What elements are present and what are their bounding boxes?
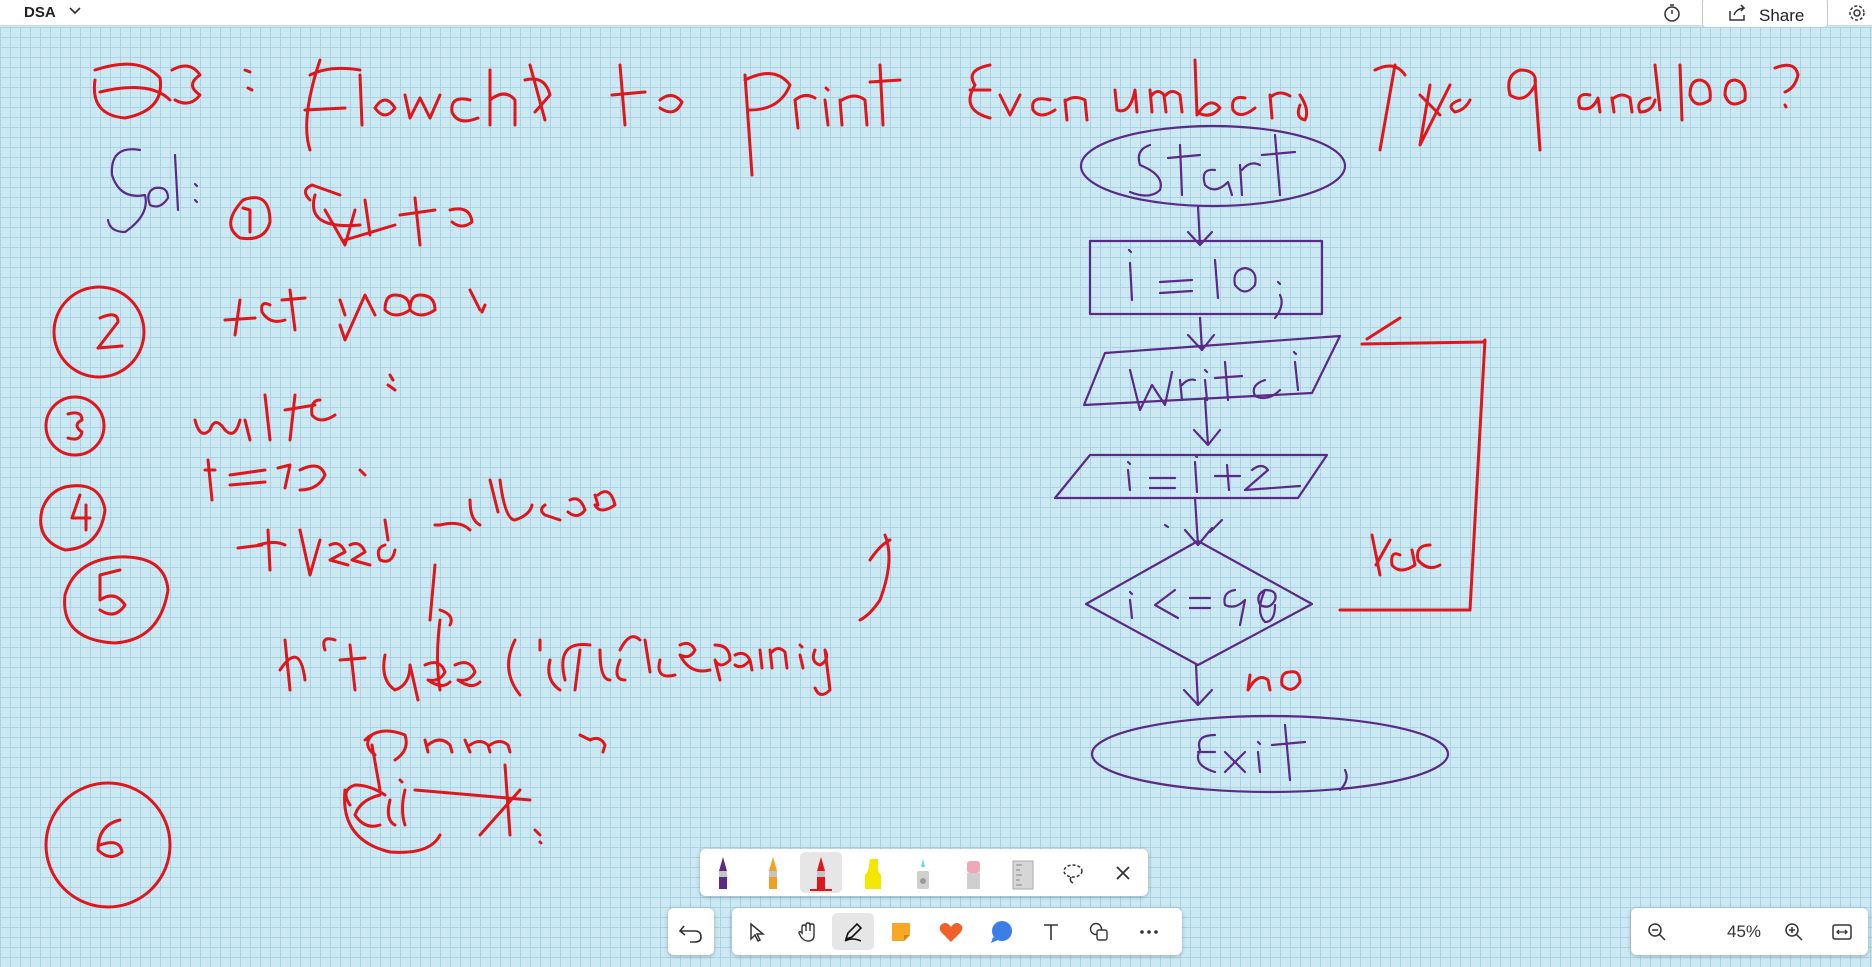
zoom-level[interactable]: 45% xyxy=(1726,922,1762,941)
pen-orange-icon xyxy=(769,856,777,889)
board-title[interactable]: DSA xyxy=(24,4,56,21)
pen-tray xyxy=(700,849,1148,896)
ink-layer xyxy=(39,58,1800,909)
lasso-select[interactable] xyxy=(1052,849,1094,896)
select-tool[interactable] xyxy=(736,908,778,955)
zoom-out-icon xyxy=(1648,922,1666,941)
close-icon xyxy=(1116,865,1130,880)
ruler-icon xyxy=(1012,860,1034,889)
chevron-down-icon[interactable] xyxy=(68,3,82,17)
sticky-note-icon xyxy=(892,922,910,941)
fit-screen-icon xyxy=(1832,923,1852,940)
shapes-icon xyxy=(1089,922,1108,941)
text-icon xyxy=(1044,923,1058,940)
eraser[interactable] xyxy=(952,849,994,896)
pen-purple-icon xyxy=(719,856,727,889)
purple-ink xyxy=(106,124,1450,794)
main-toolbar xyxy=(732,908,1182,955)
hand-icon xyxy=(798,921,815,942)
select-icon xyxy=(750,921,766,942)
text-tool[interactable] xyxy=(1030,908,1072,955)
reaction-tool[interactable] xyxy=(930,908,972,955)
highlighter-yellow[interactable] xyxy=(852,849,894,896)
fit-to-screen-button[interactable] xyxy=(1821,908,1863,955)
pen-purple[interactable] xyxy=(702,849,744,896)
sticky-note-tool[interactable] xyxy=(880,908,922,955)
pen-icon xyxy=(844,922,863,942)
zoom-controls: 45% xyxy=(1631,908,1868,955)
timer-icon[interactable] xyxy=(1662,3,1682,23)
share-button[interactable]: Share xyxy=(1702,0,1828,28)
close-pen-tray[interactable] xyxy=(1102,849,1144,896)
eraser-icon xyxy=(967,860,980,889)
whiteboard-canvas[interactable] xyxy=(0,27,1872,967)
pen-red[interactable] xyxy=(800,852,842,893)
chat-tool[interactable] xyxy=(980,908,1022,955)
pen-red-icon xyxy=(810,856,832,891)
lasso-icon xyxy=(1063,863,1083,884)
pen-light-blue[interactable] xyxy=(902,849,944,896)
glitter-pen-icon xyxy=(917,858,929,889)
top-bar: DSA Share xyxy=(0,0,1872,28)
undo-icon xyxy=(678,925,702,943)
red-ink xyxy=(39,58,1800,909)
shapes-tool[interactable] xyxy=(1078,908,1120,955)
zoom-in-icon xyxy=(1785,922,1803,941)
pen-orange[interactable] xyxy=(752,849,794,896)
more-tools[interactable] xyxy=(1128,908,1170,955)
reaction-icon xyxy=(939,922,963,942)
more-icon xyxy=(1140,929,1158,934)
highlighter-icon xyxy=(865,858,881,889)
share-icon xyxy=(1729,4,1746,21)
hand-tool[interactable] xyxy=(786,908,828,955)
gear-icon[interactable] xyxy=(1846,3,1868,23)
undo-button[interactable] xyxy=(668,908,714,955)
ruler[interactable] xyxy=(1002,849,1044,896)
share-label: Share xyxy=(1759,6,1805,25)
zoom-in-button[interactable] xyxy=(1773,908,1815,955)
chat-icon xyxy=(991,920,1012,943)
zoom-out-button[interactable] xyxy=(1636,908,1678,955)
pen-tool[interactable] xyxy=(832,913,874,950)
